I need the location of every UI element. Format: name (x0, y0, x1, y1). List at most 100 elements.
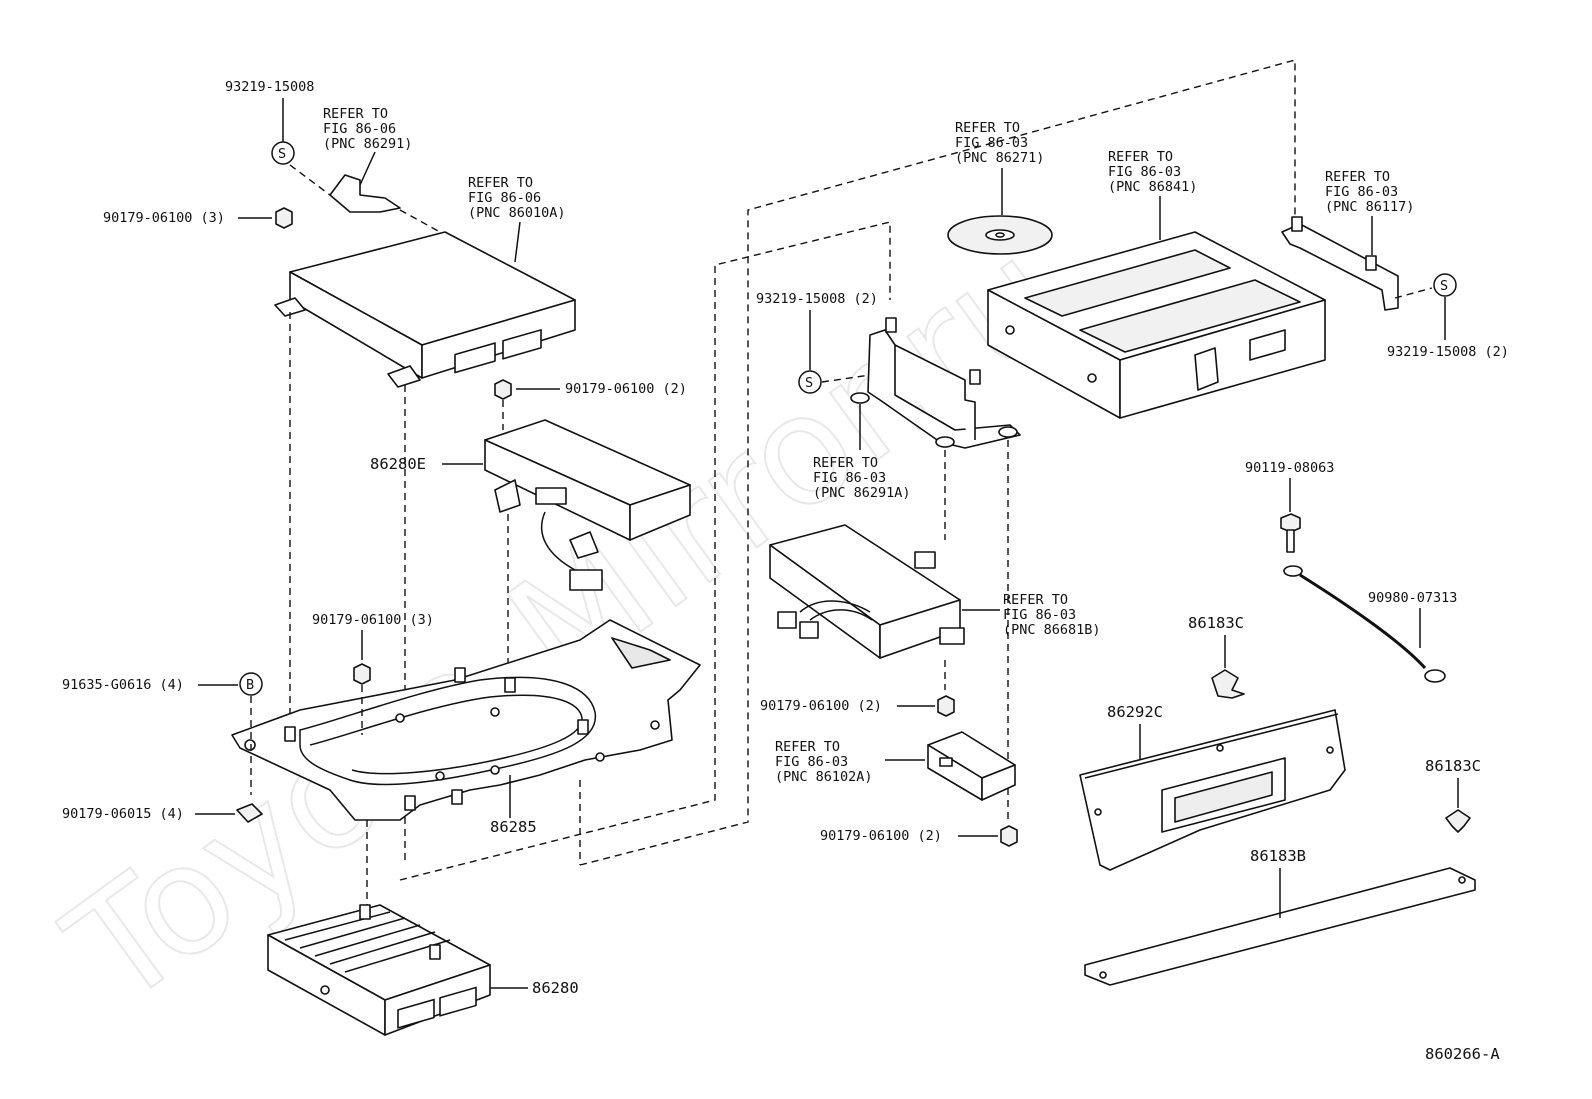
diagram-id: 860266-A (1425, 1045, 1500, 1063)
svg-text:(PNC 86102A): (PNC 86102A) (775, 769, 873, 785)
svg-text:(PNC 86841): (PNC 86841) (1108, 179, 1197, 195)
callout-90179-06100-3-top: 90179-06100 (3) (103, 207, 293, 229)
callout-93219-15008-top: 93219-15008 S (225, 79, 314, 165)
svg-text:86183C: 86183C (1188, 614, 1244, 632)
callout-refer-86291: REFER TO FIG 86-06 (PNC 86291) (323, 106, 412, 186)
callout-86280: 86280 (490, 979, 579, 997)
bracket-86291a (850, 317, 1021, 449)
svg-text:FIG 86-03: FIG 86-03 (955, 135, 1028, 151)
bolt-90119 (1280, 513, 1301, 553)
callout-refer-86117: REFER TO FIG 86-03 (PNC 86117) (1325, 169, 1414, 255)
svg-text:REFER TO: REFER TO (813, 455, 878, 471)
callout-90179-06015: 90179-06015 (4) (62, 803, 263, 823)
plate-86183b (1084, 867, 1476, 986)
s-symbol-icon (1433, 273, 1457, 297)
svg-text:93219-15008: 93219-15008 (225, 79, 314, 95)
callout-refer-86681b: REFER TO FIG 86-03 (PNC 86681B) (962, 592, 1101, 638)
svg-text:FIG 86-03: FIG 86-03 (1108, 164, 1181, 180)
svg-text:(PNC 86010A): (PNC 86010A) (468, 205, 566, 221)
disc-86271 (947, 215, 1053, 255)
callout-86285: 86285 (490, 775, 537, 836)
svg-text:FIG 86-03: FIG 86-03 (1003, 607, 1076, 623)
svg-text:S: S (1440, 278, 1448, 294)
svg-text:FIG 86-03: FIG 86-03 (813, 470, 886, 486)
svg-text:S: S (805, 375, 813, 391)
svg-text:86280E: 86280E (370, 455, 426, 473)
panel-86292c (1079, 709, 1346, 871)
svg-text:91635-G0616 (4): 91635-G0616 (4) (62, 677, 184, 693)
svg-text:90179-06100 (2): 90179-06100 (2) (820, 828, 942, 844)
svg-text:90179-06100 (2): 90179-06100 (2) (760, 698, 882, 714)
svg-text:S: S (278, 146, 286, 162)
svg-text:FIG 86-03: FIG 86-03 (775, 754, 848, 770)
callout-refer-86010a: REFER TO FIG 86-06 (PNC 86010A) (468, 175, 566, 263)
svg-text:REFER TO: REFER TO (1325, 169, 1390, 185)
amplifier-86280e: 86280E (370, 419, 691, 591)
svg-text:FIG 86-03: FIG 86-03 (1325, 184, 1398, 200)
callout-86183b: 86183B (1250, 847, 1306, 918)
clip-nut-icon (236, 803, 263, 823)
callout-86183c-top: 86183C (1188, 614, 1245, 699)
nut-icon (353, 663, 371, 685)
callout-91635-g0616: 91635-G0616 (4) B (62, 672, 263, 696)
svg-text:86280: 86280 (532, 979, 579, 997)
svg-text:REFER TO: REFER TO (1108, 149, 1173, 165)
svg-text:(PNC 86291A): (PNC 86291A) (813, 485, 911, 501)
nut-icon (937, 695, 955, 717)
svg-text:(PNC 86681B): (PNC 86681B) (1003, 622, 1101, 638)
callout-refer-86291a: REFER TO FIG 86-03 (PNC 86291A) (813, 404, 911, 501)
svg-text:REFER TO: REFER TO (468, 175, 533, 191)
svg-text:93219-15008 (2): 93219-15008 (2) (1387, 344, 1509, 360)
callout-90179-06100-2-mid: 90179-06100 (2) (494, 379, 687, 400)
svg-text:90179-06100 (3): 90179-06100 (3) (103, 210, 225, 226)
s-symbol-icon (271, 141, 295, 165)
b-symbol-icon (239, 672, 263, 696)
svg-text:REFER TO: REFER TO (775, 739, 840, 755)
svg-text:FIG 86-06: FIG 86-06 (323, 121, 396, 137)
svg-text:90179-06100 (2): 90179-06100 (2) (565, 381, 687, 397)
svg-text:(PNC 86117): (PNC 86117) (1325, 199, 1414, 215)
s-symbol-icon (798, 370, 822, 394)
callout-refer-86271: REFER TO FIG 86-03 (PNC 86271) (955, 120, 1044, 215)
callout-90179-06100-3-low: 90179-06100 (3) (312, 612, 434, 685)
nut-icon (494, 379, 512, 400)
callout-90179-06100-2-r2: 90179-06100 (2) (820, 825, 1018, 847)
wire-90980 (1283, 565, 1446, 683)
callout-93219-15008-left: 93219-15008 (2) S (756, 291, 878, 394)
svg-text:90980-07313: 90980-07313 (1368, 590, 1457, 606)
svg-text:FIG 86-06: FIG 86-06 (468, 190, 541, 206)
bracket-86117 (1281, 216, 1399, 311)
svg-text:86183C: 86183C (1425, 757, 1481, 775)
svg-text:86292C: 86292C (1107, 703, 1163, 721)
amplifier-86280 (267, 904, 491, 1036)
module-86102a (927, 731, 1016, 801)
bracket-86285 (231, 619, 701, 821)
nut-icon (275, 207, 293, 229)
ecu-86010a (274, 231, 576, 388)
svg-text:90179-06100 (3): 90179-06100 (3) (312, 612, 434, 628)
svg-text:REFER TO: REFER TO (955, 120, 1020, 136)
clip-icon (1211, 669, 1245, 699)
callout-90980-07313: 90980-07313 (1368, 590, 1457, 648)
clip-icon (1445, 809, 1471, 833)
svg-text:93219-15008 (2): 93219-15008 (2) (756, 291, 878, 307)
svg-text:B: B (246, 677, 254, 693)
svg-text:86183B: 86183B (1250, 847, 1306, 865)
svg-text:90119-08063: 90119-08063 (1245, 460, 1334, 476)
svg-text:REFER TO: REFER TO (1003, 592, 1068, 608)
module-86681b (769, 524, 965, 659)
bracket-86291 (329, 174, 401, 213)
unit-86841 (987, 231, 1326, 419)
callout-90179-06100-2-r1: 90179-06100 (2) (760, 695, 955, 717)
svg-text:(PNC 86291): (PNC 86291) (323, 136, 412, 152)
svg-text:86285: 86285 (490, 818, 537, 836)
callout-86183c-right: 86183C (1425, 757, 1481, 833)
nut-icon (1000, 825, 1018, 847)
callout-90119-08063: 90119-08063 (1245, 460, 1334, 512)
callout-refer-86841: REFER TO FIG 86-03 (PNC 86841) (1108, 149, 1197, 240)
callout-86292c: 86292C (1107, 703, 1163, 760)
callout-93219-15008-right: S 93219-15008 (2) (1387, 273, 1509, 360)
svg-text:90179-06015 (4): 90179-06015 (4) (62, 806, 184, 822)
svg-text:REFER TO: REFER TO (323, 106, 388, 122)
